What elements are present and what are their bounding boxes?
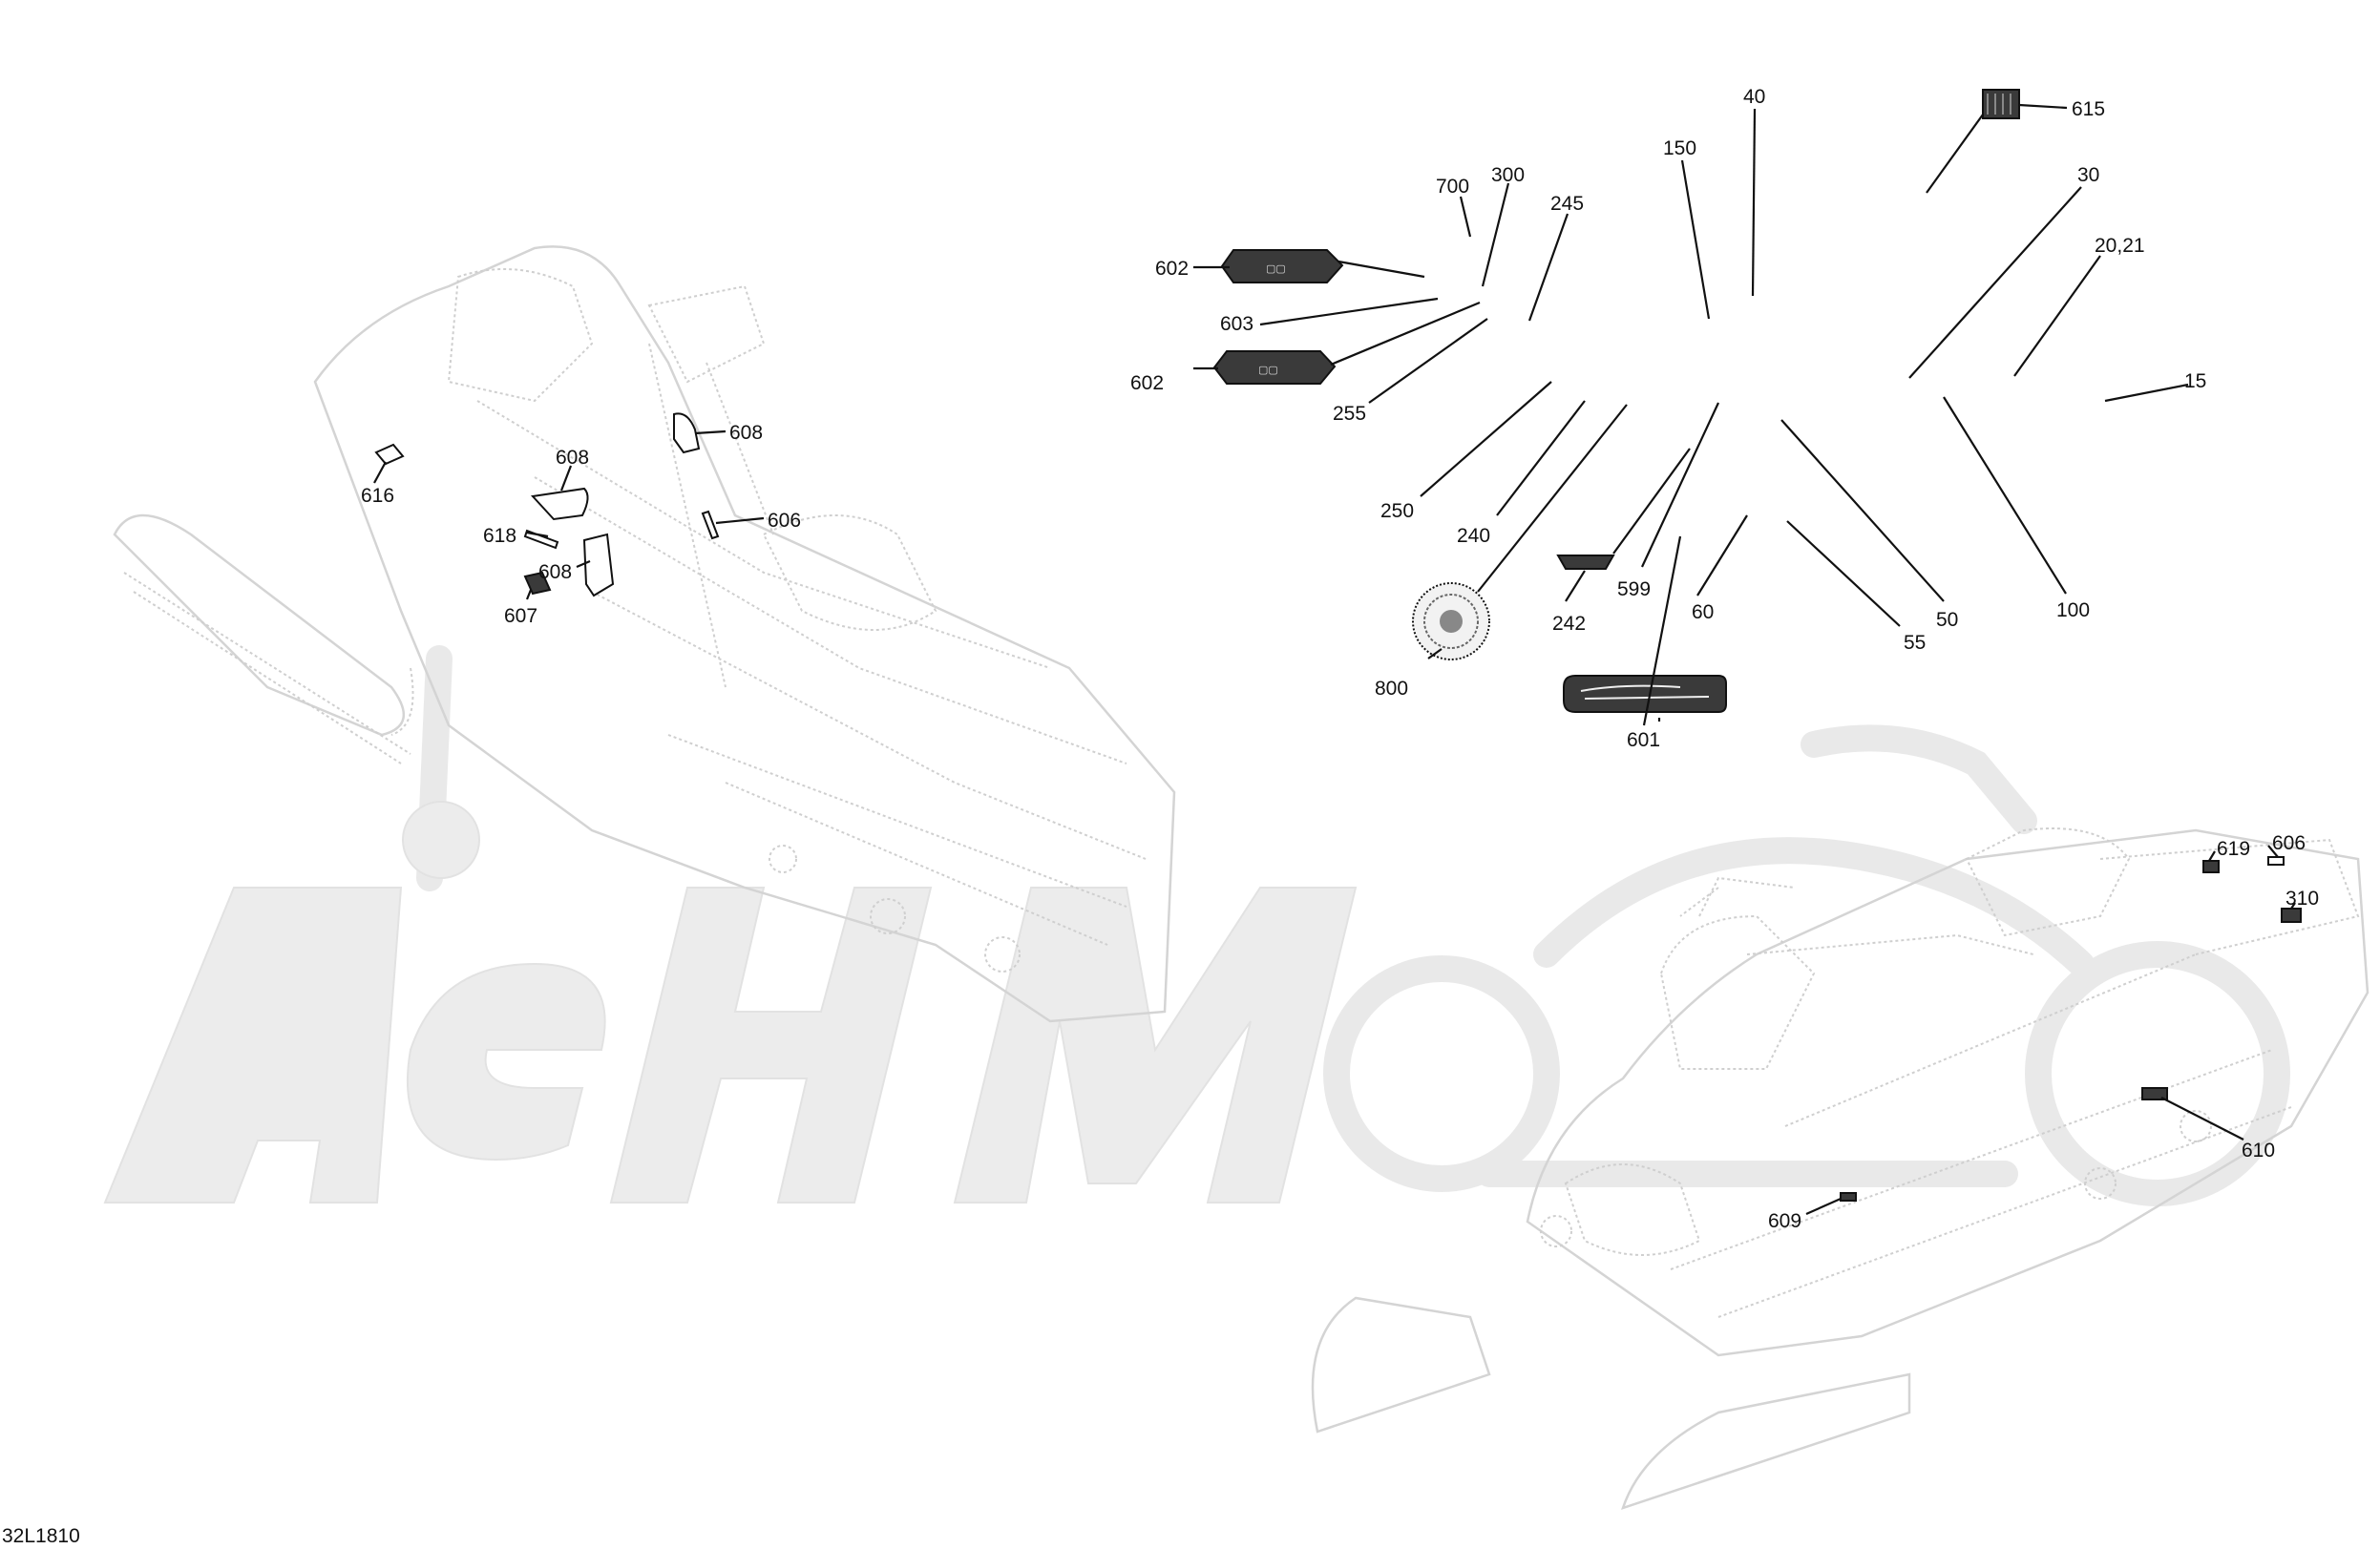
- callout-615: 615: [2072, 98, 2105, 120]
- callout-603: 603: [1220, 313, 1253, 335]
- callout-606-left: 606: [768, 510, 801, 532]
- snowmobile-left-illustration: [113, 245, 1176, 1023]
- callout-608-right: 608: [729, 422, 763, 444]
- callout-606-right: 606: [2272, 832, 2306, 854]
- decal-242: [1556, 555, 1615, 570]
- callout-30: 30: [2077, 164, 2099, 186]
- callout-608-middle: 608: [538, 561, 572, 583]
- callout-602-top: 602: [1155, 258, 1189, 280]
- callout-602-bottom: 602: [1130, 372, 1164, 394]
- callout-labels-right-sled: 619 606 310 610 609: [1768, 832, 2319, 1232]
- callout-616: 616: [361, 485, 394, 507]
- callout-242: 242: [1552, 613, 1586, 635]
- callout-245: 245: [1550, 193, 1584, 215]
- snowmobile-right-illustration: [1311, 827, 2369, 1510]
- callout-labels-left-sled: 616 608 618 608 607 608 606: [361, 422, 801, 627]
- callout-100: 100: [2056, 599, 2090, 621]
- callout-15: 15: [2184, 370, 2206, 392]
- callout-607: 607: [504, 605, 537, 627]
- callout-250: 250: [1380, 500, 1414, 522]
- callout-240: 240: [1457, 525, 1490, 547]
- svg-text:▢▢: ▢▢: [1266, 263, 1286, 275]
- decals-left-sled: [374, 412, 720, 597]
- leader-lines: [373, 103, 2296, 1216]
- callout-310: 310: [2285, 888, 2319, 910]
- callout-labels-exploded: 700 300 245 150 40 615 30 20,21 15 602 6…: [1130, 86, 2206, 751]
- decal-800: [1412, 582, 1490, 660]
- decal-602-top: ▢▢: [1220, 249, 1344, 283]
- callout-300: 300: [1491, 164, 1525, 186]
- callout-255: 255: [1333, 403, 1366, 425]
- callout-800: 800: [1375, 678, 1408, 700]
- callout-599: 599: [1617, 578, 1651, 600]
- decal-615: [1982, 89, 2020, 119]
- callout-40: 40: [1743, 86, 1765, 108]
- callout-700: 700: [1436, 176, 1469, 198]
- decals-right-sled: [1840, 856, 2302, 1202]
- callout-20-21: 20,21: [2095, 235, 2145, 257]
- callout-610: 610: [2242, 1140, 2275, 1162]
- decal-601: [1563, 675, 1727, 713]
- callout-150: 150: [1663, 137, 1696, 159]
- callout-609: 609: [1768, 1210, 1801, 1232]
- callout-619: 619: [2217, 838, 2250, 860]
- figure-code: 32L1810: [2, 1525, 80, 1547]
- callout-618: 618: [483, 525, 516, 547]
- decal-602-bottom: ▢▢: [1212, 350, 1337, 385]
- callout-50: 50: [1936, 609, 1958, 631]
- callout-608-upper: 608: [556, 447, 589, 469]
- svg-text:▢▢: ▢▢: [1258, 365, 1278, 376]
- callout-60: 60: [1692, 601, 1714, 623]
- watermark-logo: [103, 645, 2290, 1206]
- callout-601: 601: [1627, 729, 1660, 751]
- callout-55: 55: [1904, 632, 1926, 654]
